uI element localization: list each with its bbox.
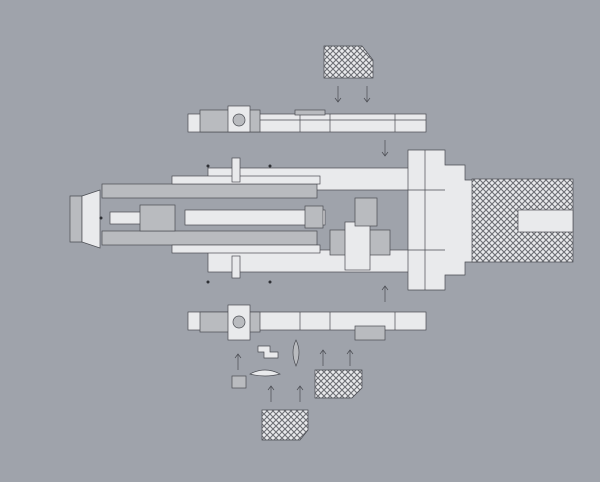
upper-rail bbox=[187, 105, 427, 133]
top-mesh-plate bbox=[323, 45, 374, 79]
explode-arrows bbox=[234, 86, 389, 402]
small-parts bbox=[231, 339, 363, 441]
bottom-mesh-plate bbox=[261, 409, 309, 441]
cylinders bbox=[69, 157, 326, 279]
lower-right-mesh-plate bbox=[314, 369, 363, 399]
lower-rail bbox=[187, 304, 427, 341]
hardware-points bbox=[99, 164, 272, 284]
